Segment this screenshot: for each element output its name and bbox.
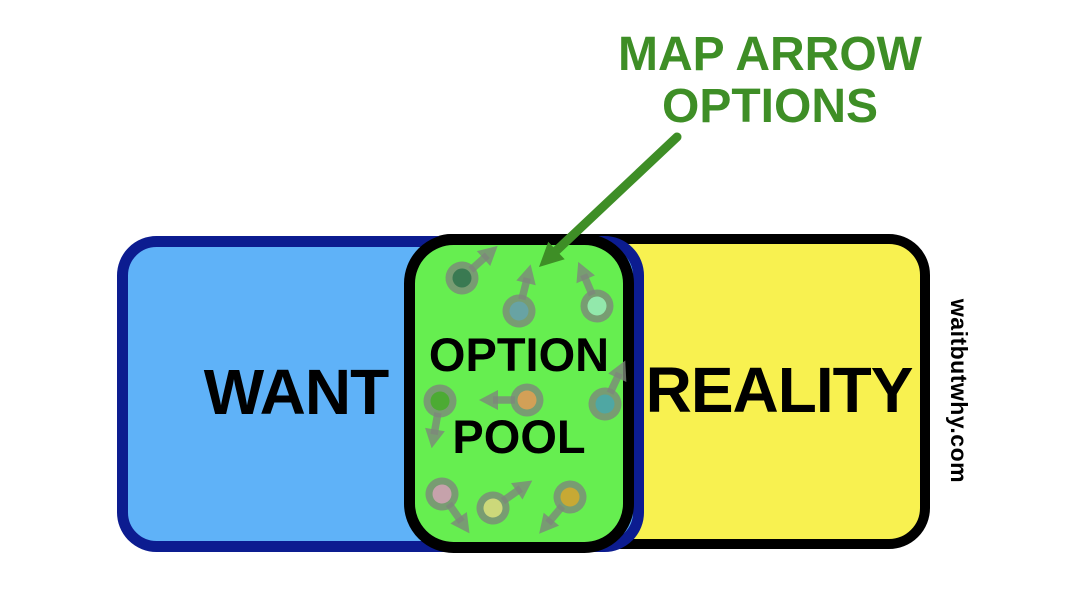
want-label: WANT bbox=[204, 356, 389, 428]
annotation-arrow-head bbox=[539, 241, 565, 267]
title-line2: OPTIONS bbox=[662, 80, 878, 133]
title-line1: MAP ARROW bbox=[618, 28, 923, 81]
map-arrow-symbol bbox=[576, 261, 614, 323]
map-arrow-symbol bbox=[502, 264, 536, 328]
annotation-arrow bbox=[539, 132, 682, 267]
map-arrows-layer bbox=[423, 245, 627, 534]
watermark-text: waitbutwhy.com bbox=[946, 298, 972, 483]
map-arrow-symbol bbox=[476, 480, 533, 525]
annotation-arrow-shaft bbox=[549, 132, 682, 258]
option-pool-label-line2: POOL bbox=[452, 410, 585, 463]
map-arrow-symbol bbox=[588, 360, 627, 421]
reality-label: REALITY bbox=[646, 354, 913, 426]
option-pool-label-line1: OPTION bbox=[429, 328, 609, 381]
map-arrow-symbol bbox=[445, 245, 498, 295]
map-arrow-symbol bbox=[479, 383, 544, 417]
map-arrow-symbol bbox=[423, 384, 457, 449]
map-arrow-symbol bbox=[425, 477, 470, 534]
map-arrow-symbol bbox=[539, 480, 587, 534]
